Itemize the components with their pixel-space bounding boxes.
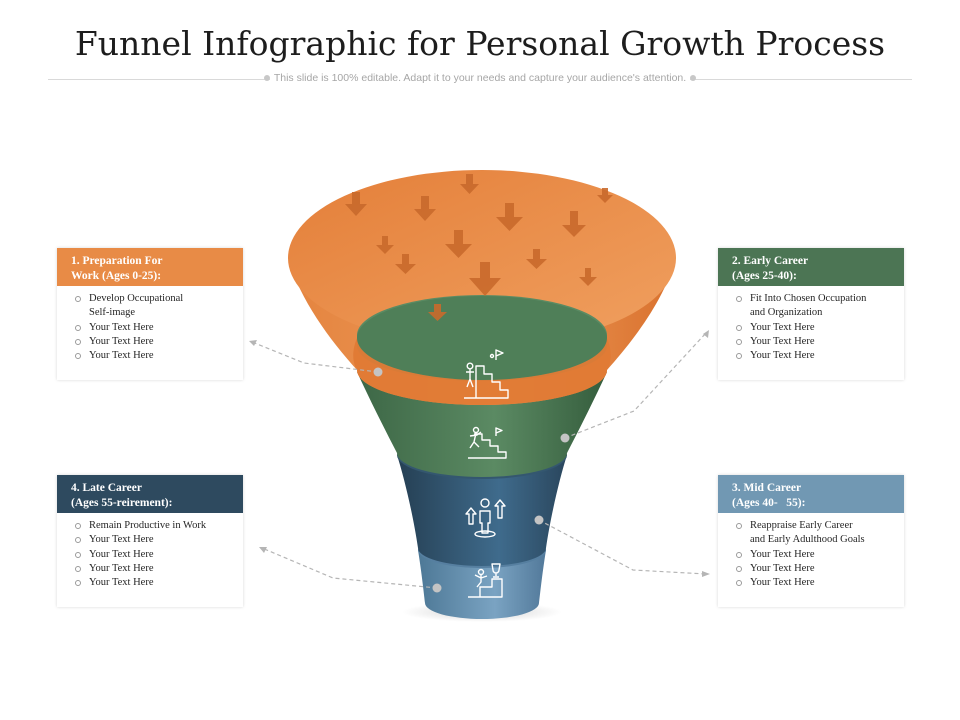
stage-heading-4: 4. Late Career (Ages 55-reirement): [57,475,243,513]
list-item: Your Text Here [75,335,235,349]
connector-dot-4 [432,583,442,593]
funnel-throat-depth [357,296,607,380]
stage-list-4: Remain Productive in Work Your Text Here… [57,513,243,590]
stage-list-2: Fit Into Chosen Occupation and Organizat… [718,286,904,363]
list-item: Your Text Here [736,548,896,562]
list-item: Your Text Here [736,321,896,335]
connector-stage-4 [261,547,438,589]
stage-card-2: 2. Early Career (Ages 25-40): Fit Into C… [718,248,904,380]
list-item: Your Text Here [75,349,235,363]
stage-heading-3: 3. Mid Career (Ages 40- 55): [718,475,904,513]
connector-dot-2 [560,433,570,443]
connector-dots [373,367,570,593]
list-item: Your Text Here [736,349,896,363]
list-item: Remain Productive in Work [75,519,235,533]
connector-dot-3 [534,515,544,525]
list-item: Your Text Here [736,562,896,576]
stage-heading-1: 1. Preparation For Work (Ages 0-25): [57,248,243,286]
list-item: Your Text Here [75,533,235,547]
connector-stage-3 [538,519,707,575]
climbing-stairs-icon [468,426,507,459]
slide-title: Funnel Infographic for Personal Growth P… [74,24,886,63]
list-item: Your Text Here [75,576,235,590]
connector-dot-1 [373,367,383,377]
connector-lines [251,332,707,589]
funnel-segment-1-band [353,338,611,405]
stage-heading-2: 2. Early Career (Ages 25-40): [718,248,904,286]
downward-arrows [345,174,613,321]
funnel-opening [288,170,676,346]
connector-arrowheads [249,330,710,577]
funnel-segment-4 [418,550,546,619]
trophy-podium-icon [468,563,503,598]
connector-stage-1 [251,341,379,373]
divider-dot-right [690,75,697,82]
stage-card-3: 3. Mid Career (Ages 40- 55): Reappraise … [718,475,904,607]
person-growth-arrows-icon [465,498,506,538]
subtitle-text: This slide is 100% editable. Adapt it to… [269,72,691,84]
list-item: Your Text Here [75,562,235,576]
connector-stage-2 [564,332,707,439]
stage-list-3: Reappraise Early Career and Early Adulth… [718,513,904,590]
list-item: Fit Into Chosen Occupation and Organizat… [736,292,896,321]
list-item: Your Text Here [736,335,896,349]
stage-list-1: Develop Occupational Self-image Your Tex… [57,286,243,363]
slide-subtitle: This slide is 100% editable. Adapt it to… [0,72,960,84]
list-item: Develop Occupational Self-image [75,292,235,321]
list-item: Your Text Here [75,321,235,335]
stage-card-1: 1. Preparation For Work (Ages 0-25): Dev… [57,248,243,380]
divider-dot-left [263,75,270,82]
stage-card-4: 4. Late Career (Ages 55-reirement): Rema… [57,475,243,607]
list-item: Reappraise Early Career and Early Adulth… [736,519,896,548]
list-item: Your Text Here [736,576,896,590]
career-stairs-icon [464,349,509,399]
list-item: Your Text Here [75,548,235,562]
